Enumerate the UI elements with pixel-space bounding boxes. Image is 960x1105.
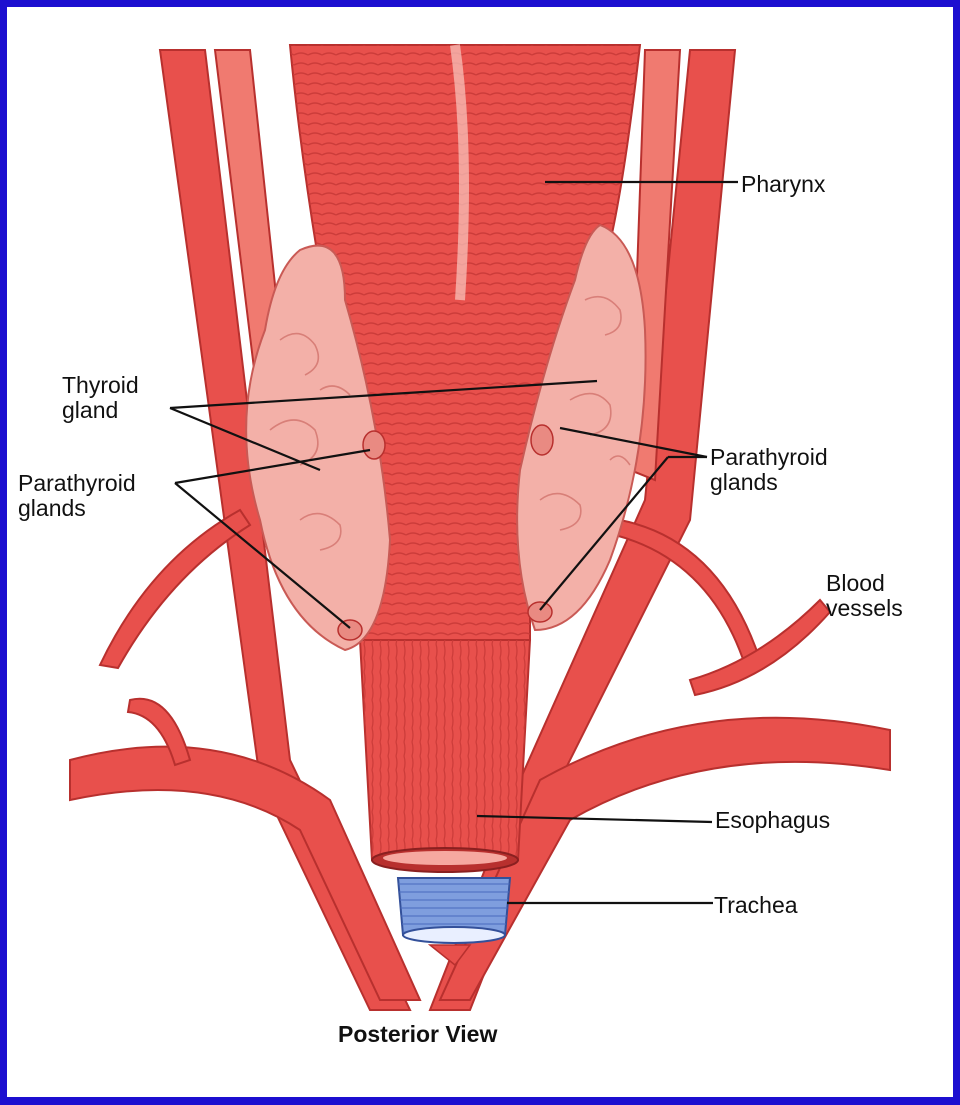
label-esophagus: Esophagus	[715, 807, 831, 833]
label-blood-vessels: Blood vessels	[826, 570, 903, 621]
leader-lines	[169, 180, 738, 905]
label-trachea: Trachea	[714, 892, 798, 918]
figure-caption: Posterior View	[338, 1021, 498, 1047]
label-parathyroid-glands-right: Parathyroid glands	[710, 444, 828, 495]
label-pharynx: Pharynx	[741, 171, 826, 197]
label-parathyroid-glands-left: Parathyroid glands	[18, 470, 136, 521]
label-thyroid-gland: Thyroid gland	[62, 372, 139, 423]
parathyroid-gland-shapes	[337, 424, 554, 641]
